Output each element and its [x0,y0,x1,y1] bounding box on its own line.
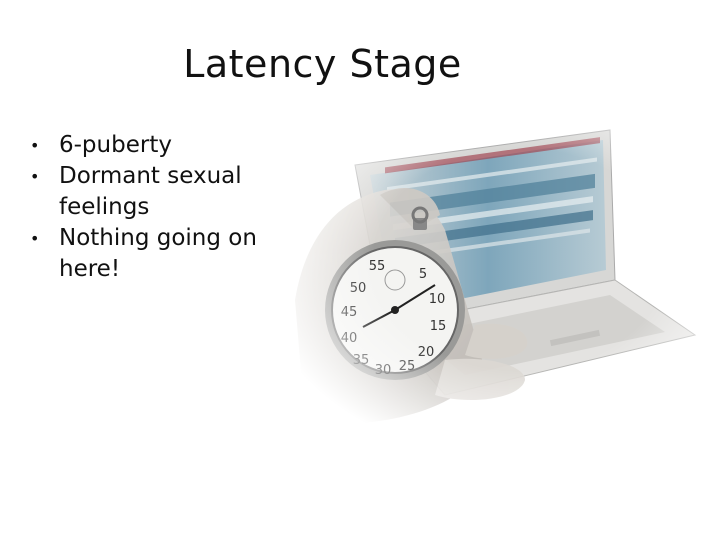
slide-title: Latency Stage [183,42,462,86]
bullet-list: • 6-puberty • Dormant sexual feelings • … [30,130,295,285]
bullet-item: • Nothing going on here! [30,223,295,285]
bullet-icon: • [30,167,40,186]
bullet-item: • 6-puberty [30,130,295,161]
bullet-icon: • [30,136,40,155]
bullet-icon: • [30,229,40,248]
bullet-item: • Dormant sexual feelings [30,161,295,223]
bullet-text: 6-puberty [59,132,172,158]
bullet-text: Nothing going on here! [59,225,257,282]
stopwatch-laptop-image: 5 10 15 20 25 30 35 40 45 50 55 [295,120,705,430]
bullet-text: Dormant sexual feelings [59,163,242,220]
